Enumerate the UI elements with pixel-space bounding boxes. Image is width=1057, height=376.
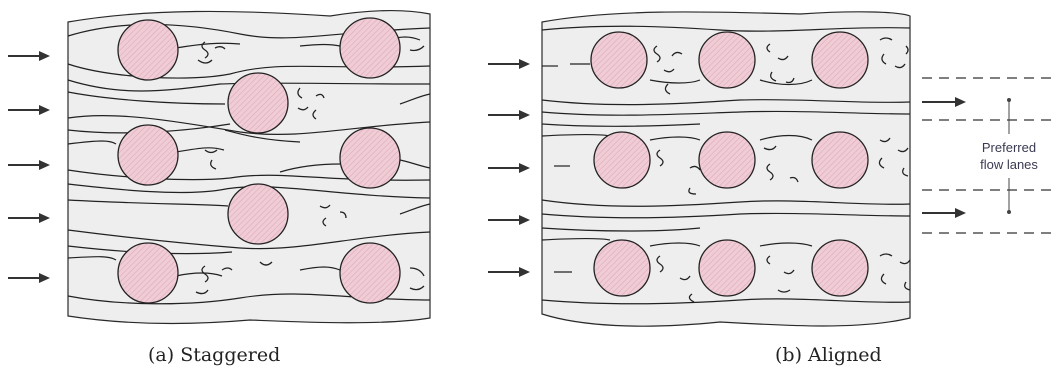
tube: [812, 132, 868, 188]
tube: [594, 240, 650, 296]
tube: [812, 240, 868, 296]
inflow-arrow: [488, 59, 530, 69]
inflow-arrow: [8, 273, 50, 283]
preferred-flow-lanes-annotation: Preferred flow lanes: [922, 78, 1057, 233]
inflow-arrow: [8, 51, 50, 61]
inflow-arrow: [488, 163, 530, 173]
lane-bracket: [1007, 98, 1011, 214]
tube-bank-flow-figure: Preferred flow lanes: [0, 0, 1057, 340]
tube: [118, 20, 178, 80]
lane-arrow-top: [922, 97, 966, 107]
annotation-line-2: flow lanes: [980, 157, 1038, 172]
tube: [699, 132, 755, 188]
aligned-panel: [542, 12, 910, 326]
tube: [118, 125, 178, 185]
staggered-panel: [68, 11, 430, 324]
tube: [699, 32, 755, 88]
inflow-arrow: [488, 267, 530, 277]
inflow-arrow: [488, 110, 530, 120]
aligned-inflow-arrows: [488, 59, 530, 277]
tube: [118, 243, 178, 303]
tube: [228, 73, 288, 133]
tube: [228, 184, 288, 244]
annotation-line-1: Preferred: [982, 140, 1036, 155]
tube: [340, 128, 400, 188]
inflow-arrow: [8, 213, 50, 223]
tube: [591, 32, 647, 88]
staggered-inflow-arrows: [8, 51, 50, 283]
tube: [340, 18, 400, 78]
inflow-arrow: [8, 160, 50, 170]
lane-arrow-bottom: [922, 208, 966, 218]
tube: [594, 132, 650, 188]
caption-staggered: (a) Staggered: [148, 344, 280, 366]
tube: [340, 243, 400, 303]
tube: [812, 32, 868, 88]
tube: [699, 240, 755, 296]
caption-aligned: (b) Aligned: [775, 344, 882, 366]
inflow-arrow: [488, 215, 530, 225]
inflow-arrow: [8, 105, 50, 115]
